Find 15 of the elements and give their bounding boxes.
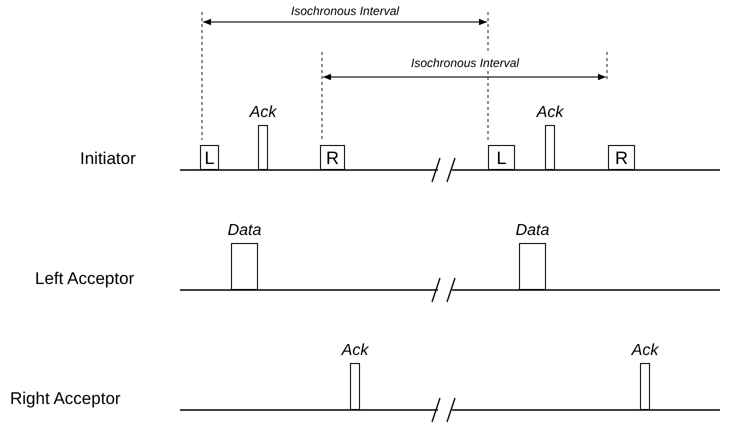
packet-label: Ack bbox=[250, 103, 276, 123]
row-label: Right Acceptor bbox=[10, 389, 121, 409]
packet-label: L bbox=[496, 148, 506, 168]
row-label: Initiator bbox=[80, 149, 136, 169]
packet-label: Ack bbox=[632, 341, 658, 361]
row-label: Left Acceptor bbox=[35, 269, 134, 289]
packet-label: R bbox=[326, 148, 339, 168]
packet-label: Data bbox=[516, 221, 550, 241]
dimension-label: Isochronous Interval bbox=[291, 4, 400, 18]
packet-label: R bbox=[615, 148, 628, 168]
packet-label: Ack bbox=[342, 341, 368, 361]
packet-label: Data bbox=[228, 221, 262, 241]
packet-label: L bbox=[204, 148, 214, 168]
packet-label: Ack bbox=[536, 103, 564, 123]
dimension-label: Isochronous Interval bbox=[411, 56, 520, 70]
